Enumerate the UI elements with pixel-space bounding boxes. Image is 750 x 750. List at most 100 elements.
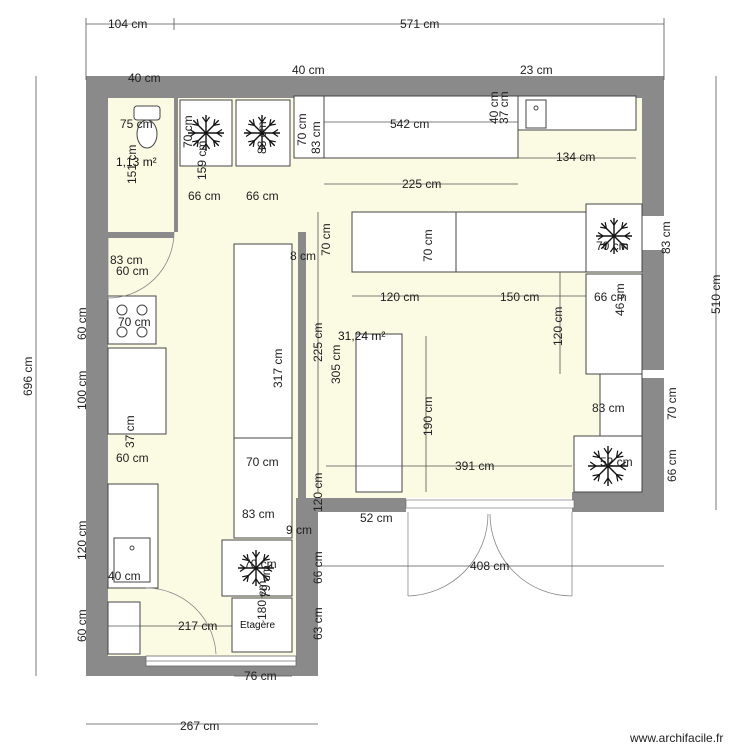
dim-right-freezer-bottom: 52 cm bbox=[600, 455, 633, 469]
snowflake-icon bbox=[596, 218, 632, 254]
dim-center-counter-width: 70 cm bbox=[246, 455, 279, 469]
sink-drain bbox=[533, 105, 539, 111]
dim-bottom-span: 391 cm bbox=[455, 459, 494, 473]
wc-door-swing bbox=[107, 231, 175, 299]
dim-sink-depth-b: 37 cm bbox=[497, 91, 511, 124]
bottom-window bbox=[145, 655, 297, 667]
dim-top-left-width: 104 cm bbox=[108, 17, 147, 31]
dim-freezer-b-width: 66 cm bbox=[246, 189, 279, 203]
dim-left-sink-length: 120 cm bbox=[75, 521, 89, 560]
wall-left bbox=[86, 76, 108, 676]
dim-wc-height: 151 cm bbox=[125, 145, 139, 184]
dim-bottom-freezer-w: 70 cm bbox=[244, 557, 277, 571]
snowflake-icon bbox=[188, 115, 224, 151]
left-bottom-cabinet bbox=[107, 601, 141, 655]
dim-bottom-wall-52: 52 cm bbox=[360, 511, 393, 525]
dim-door-width: 408 cm bbox=[470, 559, 509, 573]
burner-3 bbox=[116, 326, 128, 338]
wc-area: 1,13 m² bbox=[116, 155, 157, 169]
walls bbox=[86, 76, 664, 676]
dim-counter-right-length: 134 cm bbox=[556, 150, 595, 164]
wc-room bbox=[133, 105, 161, 149]
double-door-right bbox=[489, 513, 573, 597]
right-cabinet bbox=[599, 373, 643, 437]
dim-island-depth: 70 cm bbox=[319, 223, 333, 256]
kitchen-area: 31,24 m² bbox=[338, 329, 385, 343]
dim-center-table-height: 190 cm bbox=[421, 397, 435, 436]
center-table bbox=[355, 333, 403, 493]
dim-left-cooktop-width: 60 cm bbox=[116, 264, 149, 278]
left-door-swing bbox=[145, 587, 217, 655]
site-credit: www.archifacile.fr bbox=[629, 731, 723, 745]
dim-partition-inner: 225 cm bbox=[311, 323, 325, 362]
snowflake-icons bbox=[188, 115, 632, 586]
sink-top bbox=[525, 99, 547, 129]
dim-freezer-b-depth: 83 cm bbox=[255, 121, 269, 154]
dim-left-oven-depth: 37 cm bbox=[123, 415, 137, 448]
double-door-left bbox=[407, 513, 489, 597]
dim-partition-gap: 9 cm bbox=[286, 523, 312, 537]
top-freezers bbox=[179, 95, 637, 167]
wall-top bbox=[86, 76, 664, 98]
dim-counter-top-inner: 225 cm bbox=[402, 177, 441, 191]
dim-bottom-door-66: 66 cm bbox=[311, 551, 325, 584]
dim-bottom-shelf-h: 180 cm bbox=[255, 581, 269, 620]
dim-freezer-a-width: 66 cm bbox=[188, 189, 221, 203]
wall-wc-side bbox=[174, 98, 178, 232]
dim-right-wall-a: 83 cm bbox=[659, 221, 673, 254]
wall-wc bbox=[108, 232, 174, 238]
dim-right-unit-gap: 120 cm bbox=[551, 307, 565, 346]
dim-right-freezer-bottom-h: 66 cm bbox=[665, 449, 679, 482]
dim-center-cabinet-width: 83 cm bbox=[242, 507, 275, 521]
dim-cabinet-top-depth-a: 70 cm bbox=[295, 113, 309, 146]
partition-wall bbox=[298, 232, 306, 498]
dim-right-unit-height: 46 cm bbox=[613, 283, 627, 316]
dim-freezer-a-depth: 70 cm bbox=[181, 115, 195, 148]
left-equipment bbox=[107, 295, 167, 655]
snowflake-icon bbox=[244, 115, 280, 151]
dim-wall-top-mid: 40 cm bbox=[292, 63, 325, 77]
long-counter bbox=[233, 243, 293, 439]
dim-left-small-60: 60 cm bbox=[75, 609, 89, 642]
dim-wall-top-left: 40 cm bbox=[128, 71, 161, 85]
toilet-bowl bbox=[136, 119, 158, 149]
dimension-labels: 104 cm 571 cm 40 cm 40 cm 23 cm 75 cm 1,… bbox=[21, 17, 723, 745]
dim-left-counter-length: 100 cm bbox=[75, 371, 89, 410]
dim-cabinet-top-depth-b: 83 cm bbox=[309, 121, 323, 154]
dim-right-bottom-depth: 70 cm bbox=[665, 387, 679, 420]
dim-sink-depth-a: 40 cm bbox=[487, 91, 501, 124]
dim-island-depth-b: 70 cm bbox=[421, 229, 435, 262]
dim-wall-top-right: 23 cm bbox=[520, 63, 553, 77]
dim-bottom-window: 76 cm bbox=[244, 669, 277, 683]
wall-bottom-right-b bbox=[572, 492, 664, 512]
snowflake-icon bbox=[238, 550, 274, 586]
dim-bottom-total-width: 267 cm bbox=[180, 719, 219, 733]
burner-4 bbox=[136, 326, 148, 338]
dim-bottom-shelf-63: 63 cm bbox=[311, 607, 325, 640]
dim-left-sink-bottom: 40 cm bbox=[108, 569, 141, 583]
shelf-unit bbox=[231, 597, 293, 653]
dim-right-bottom-width: 83 cm bbox=[592, 401, 625, 415]
cabinet-top-small bbox=[293, 95, 325, 159]
island-left bbox=[351, 211, 457, 273]
dim-left-sink-depth: 60 cm bbox=[116, 451, 149, 465]
left-sink-basin bbox=[113, 537, 151, 583]
wall-bottom-inner bbox=[296, 512, 318, 676]
right-unit bbox=[585, 273, 643, 375]
dim-freezer-height: 159 cm bbox=[195, 141, 209, 180]
burner-1 bbox=[116, 304, 128, 316]
dim-right-unit-width: 66 cm bbox=[594, 290, 627, 304]
doors bbox=[107, 231, 575, 655]
dim-wc-width: 75 cm bbox=[120, 117, 153, 131]
counter-lower bbox=[233, 437, 293, 539]
wall-right-lower bbox=[642, 378, 664, 510]
burner-2 bbox=[136, 304, 148, 316]
dim-left-total-height: 696 cm bbox=[21, 357, 35, 396]
counter-top bbox=[323, 95, 519, 159]
dim-top-total-width: 571 cm bbox=[400, 17, 439, 31]
dim-right-freezer-depth: 70 cm bbox=[596, 239, 629, 253]
dim-left-door-width: 83 cm bbox=[110, 253, 143, 267]
wall-right-mid bbox=[642, 250, 664, 370]
dim-counter-top-length: 542 cm bbox=[390, 117, 429, 131]
